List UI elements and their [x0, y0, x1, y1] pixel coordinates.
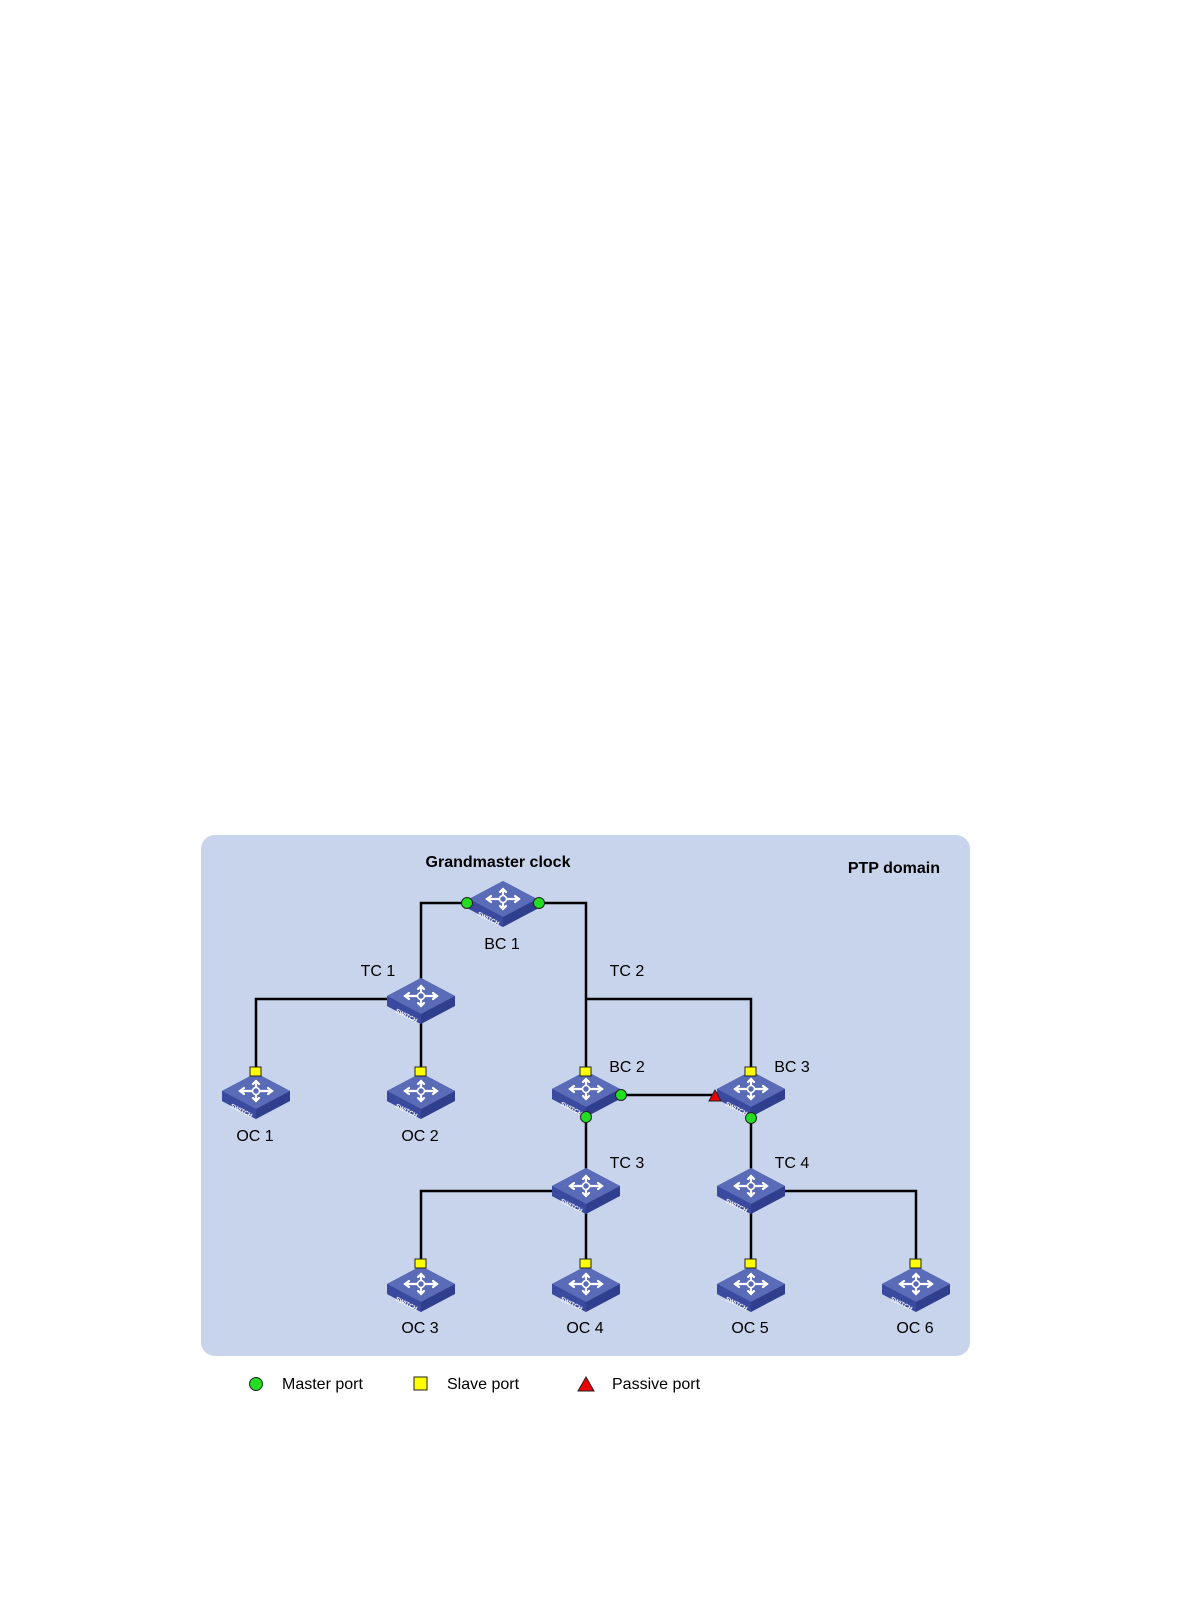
device-label-bc1: BC 1 — [484, 936, 520, 953]
master-port-icon — [616, 1090, 627, 1101]
ptp-domain-label: PTP domain — [848, 860, 940, 877]
device-label-tc3: TC 3 — [610, 1155, 645, 1172]
grandmaster-label: Grandmaster clock — [426, 854, 571, 871]
legend-passive-port-label: Passive port — [612, 1376, 701, 1393]
master-port-icon — [581, 1112, 592, 1123]
device-label-oc3: OC 3 — [401, 1320, 438, 1337]
device-label-tc1: TC 1 — [361, 963, 396, 980]
master-port-icon — [746, 1113, 757, 1124]
device-label-oc5: OC 5 — [731, 1320, 768, 1337]
legend-slave-port-label: Slave port — [447, 1376, 520, 1393]
slave-port-icon — [415, 1067, 426, 1076]
legend-master-port-icon — [250, 1378, 263, 1391]
legend-slave-port-icon — [414, 1377, 427, 1390]
slave-port-icon — [745, 1259, 756, 1268]
slave-port-icon — [415, 1259, 426, 1268]
device-label-oc6: OC 6 — [896, 1320, 933, 1337]
device-label-bc2: BC 2 — [609, 1059, 645, 1076]
device-label-oc4: OC 4 — [566, 1320, 603, 1337]
device-label-bc3: BC 3 — [774, 1059, 810, 1076]
slave-port-icon — [250, 1067, 261, 1076]
master-port-icon — [462, 898, 473, 909]
device-label-tc4: TC 4 — [775, 1155, 810, 1172]
slave-port-icon — [580, 1259, 591, 1268]
master-port-icon — [534, 898, 545, 909]
device-label-oc2: OC 2 — [401, 1128, 438, 1145]
legend: Master port Slave port Passive port — [250, 1376, 701, 1393]
slave-port-icon — [745, 1067, 756, 1076]
slave-port-icon — [910, 1259, 921, 1268]
slave-port-icon — [580, 1067, 591, 1076]
device-label-oc1: OC 1 — [236, 1128, 273, 1145]
legend-master-port-label: Master port — [282, 1376, 363, 1393]
device-label-tc2: TC 2 — [610, 963, 645, 980]
legend-passive-port-icon — [578, 1377, 594, 1391]
